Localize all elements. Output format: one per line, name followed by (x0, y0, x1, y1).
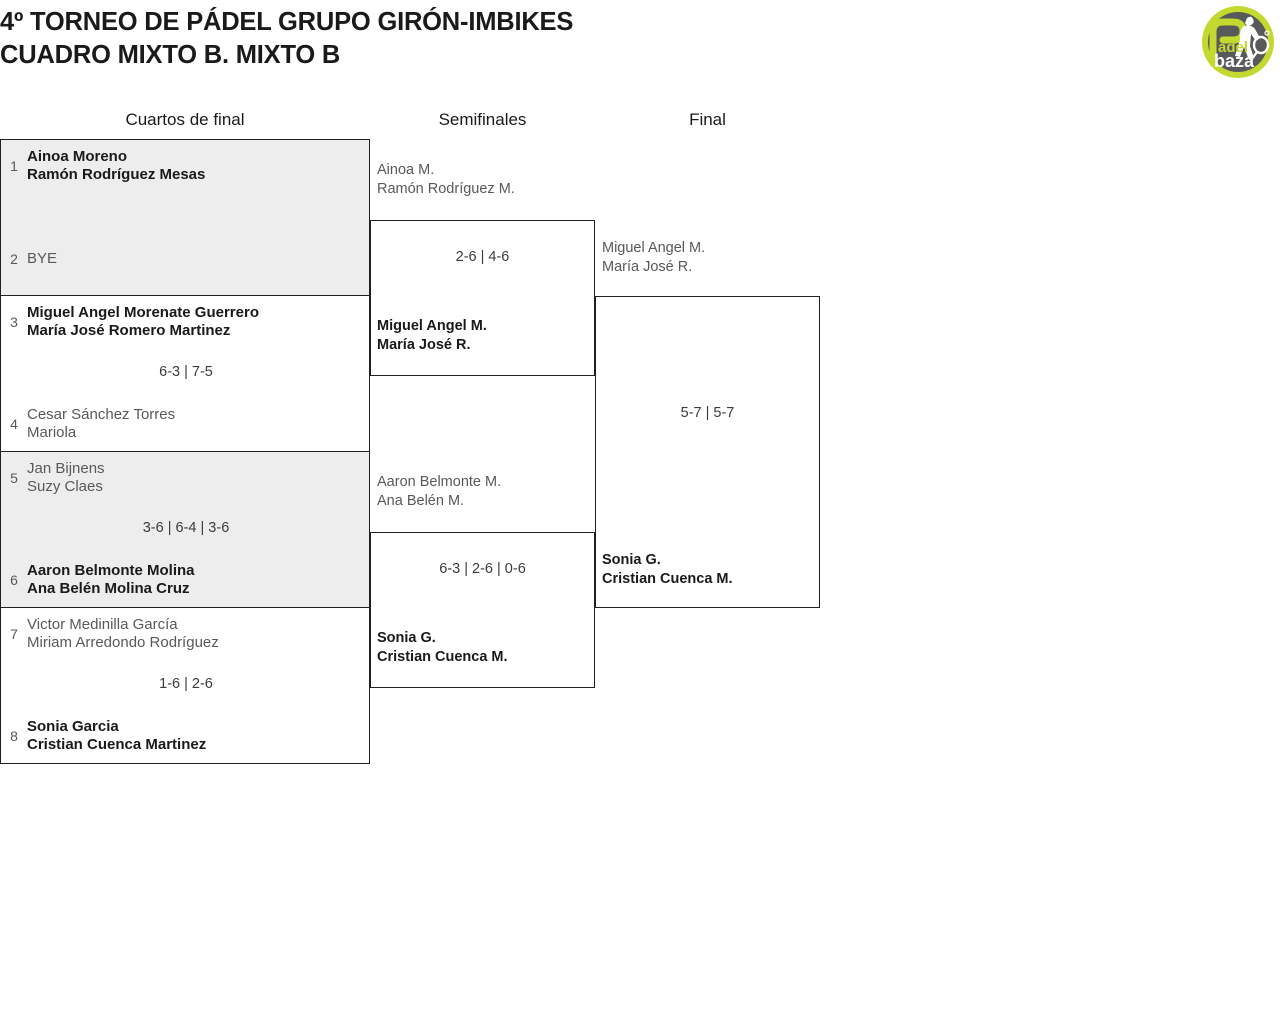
page-title: 4º TORNEO DE PÁDEL GRUPO GIRÓN-IMBIKES C… (0, 6, 1000, 72)
seed-number: 1 (10, 158, 18, 174)
seed-number: 3 (10, 314, 18, 330)
player-name-1: Victor Medinilla García (27, 616, 178, 633)
player-pair: Jan Bijnens Suzy Claes (27, 460, 369, 496)
player-name-2: Mariola (27, 424, 77, 441)
player-name-1: Jan Bijnens (27, 460, 105, 477)
match-slot-bottom[interactable]: 6 Aaron Belmonte Molina Ana Belén Molina… (1, 562, 369, 598)
player-name-1: Sonia G. (602, 552, 661, 568)
match-slot-top[interactable]: 1 Ainoa Moreno Ramón Rodríguez Mesas (1, 148, 369, 184)
match-slot-top[interactable]: 3 Miguel Angel Morenate Guerrero María J… (1, 304, 369, 340)
player-name-2: María José R. (377, 336, 471, 353)
seed-number: 6 (10, 572, 18, 588)
match-slot-bottom[interactable]: 4 Cesar Sánchez Torres Mariola (1, 406, 369, 442)
match-score: 6-3 | 7-5 (159, 364, 213, 380)
match-score: 3-6 | 6-4 | 3-6 (142, 520, 230, 536)
player-name-1: Aaron Belmonte M. (377, 474, 502, 490)
seed-number: 2 (10, 251, 18, 267)
match-box-quarterfinal-2[interactable]: 3 Miguel Angel Morenate Guerrero María J… (0, 295, 370, 452)
semifinal-1-player-pair-bottom: Miguel Angel M. María José R. (377, 317, 487, 354)
match-slot-top[interactable]: 5 Jan Bijnens Suzy Claes (1, 460, 369, 496)
player-pair: Cesar Sánchez Torres Mariola (27, 406, 369, 442)
player-name-2: Cristian Cuenca M. (602, 570, 733, 587)
player-name-2: Cristian Cuenca Martinez (27, 736, 207, 753)
player-name-2: Ana Belén M. (377, 492, 465, 509)
logo-graphic: adel baza (1202, 6, 1274, 78)
round-header-final: Final (689, 110, 726, 129)
player-pair: Miguel Angel Morenate Guerrero María Jos… (27, 304, 369, 340)
player-name-2: Ramón Rodríguez Mesas (27, 166, 206, 183)
final-player-pair-top: Miguel Angel M. María José R. (602, 239, 705, 276)
player-name-2: María José R. (602, 258, 693, 275)
player-name-1: BYE (27, 250, 58, 267)
seed-number: 4 (10, 416, 18, 432)
match-slot-bottom[interactable]: 8 Sonia Garcia Cristian Cuenca Martinez (1, 718, 369, 754)
player-name-2: Suzy Claes (27, 478, 103, 495)
logo-text-adel: adel (1218, 39, 1248, 56)
player-name-1: Cesar Sánchez Torres (27, 406, 176, 423)
match-box-final[interactable] (595, 296, 820, 608)
draw-name: CUADRO MIXTO B. MIXTO B (0, 41, 341, 69)
match-slot-top[interactable]: 7 Victor Medinilla García Miriam Arredon… (1, 616, 369, 652)
player-name-1: Miguel Angel M. (602, 240, 706, 256)
semifinal-2-score: 6-3 | 2-6 | 0-6 (439, 561, 526, 577)
final-player-pair-bottom: Sonia G. Cristian Cuenca M. (602, 551, 733, 588)
player-name-2: María José Romero Martinez (27, 322, 231, 339)
match-slot-bottom[interactable]: 2 BYE (1, 250, 369, 268)
match-score: 1-6 | 2-6 (159, 676, 213, 692)
player-pair: Sonia Garcia Cristian Cuenca Martinez (27, 718, 369, 754)
semifinal-2-player-pair-top: Aaron Belmonte M. Ana Belén M. (377, 473, 501, 510)
match-box-semifinal-1[interactable] (370, 220, 595, 376)
match-box-quarterfinal-1[interactable]: 1 Ainoa Moreno Ramón Rodríguez Mesas 2 B… (0, 139, 370, 296)
match-box-quarterfinal-3[interactable]: 5 Jan Bijnens Suzy Claes 3-6 | 6-4 | 3-6… (0, 451, 370, 608)
round-header-semifinals: Semifinales (438, 110, 527, 129)
player-name-1: Sonia G. (377, 630, 436, 646)
logo-text-baza: baza (1214, 51, 1255, 71)
player-pair: BYE (27, 250, 369, 268)
player-pair: Aaron Belmonte Molina Ana Belén Molina C… (27, 562, 369, 598)
tournament-name: 4º TORNEO DE PÁDEL GRUPO GIRÓN-IMBIKES (0, 8, 574, 36)
player-name-1: Aaron Belmonte Molina (27, 562, 195, 579)
final-score: 5-7 | 5-7 (680, 405, 735, 421)
player-name-1: Miguel Angel M. (377, 318, 487, 334)
match-box-quarterfinal-4[interactable]: 7 Victor Medinilla García Miriam Arredon… (0, 607, 370, 764)
player-name-1: Miguel Angel Morenate Guerrero (27, 304, 259, 321)
player-name-1: Ainoa M. (377, 162, 435, 178)
padel-baza-logo: adel baza (1199, 4, 1277, 80)
match-box-semifinal-2[interactable] (370, 532, 595, 688)
semifinal-2-player-pair-bottom: Sonia G. Cristian Cuenca M. (377, 629, 508, 666)
seed-number: 7 (10, 626, 18, 642)
player-name-1: Sonia Garcia (27, 718, 119, 735)
semifinal-1-player-pair-top: Ainoa M. Ramón Rodríguez M. (377, 161, 515, 198)
seed-number: 5 (10, 470, 18, 486)
player-name-2: Ramón Rodríguez M. (377, 180, 515, 197)
player-pair: Victor Medinilla García Miriam Arredondo… (27, 616, 369, 652)
player-name-1: Ainoa Moreno (27, 148, 127, 165)
player-name-2: Ana Belén Molina Cruz (27, 580, 190, 597)
player-name-2: Miriam Arredondo Rodríguez (27, 634, 219, 651)
round-header-quarterfinals: Cuartos de final (125, 110, 245, 129)
player-name-2: Cristian Cuenca M. (377, 648, 508, 665)
semifinal-1-score: 2-6 | 4-6 (455, 249, 510, 265)
player-pair: Ainoa Moreno Ramón Rodríguez Mesas (27, 148, 369, 184)
seed-number: 8 (10, 728, 18, 744)
